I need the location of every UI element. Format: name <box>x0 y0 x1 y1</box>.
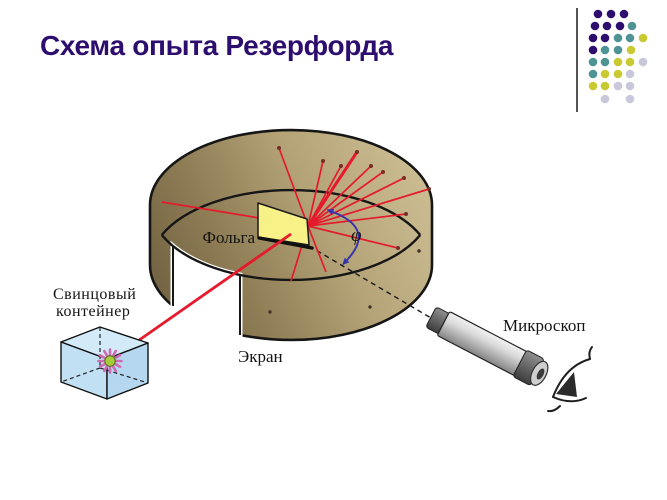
alpha-ray <box>307 188 430 227</box>
eye-tail <box>547 405 561 413</box>
decor-dot <box>600 94 610 104</box>
alpha-ray <box>307 213 407 227</box>
observer-eye-icon <box>547 346 593 413</box>
alpha-ray <box>278 147 309 227</box>
eye-lower-lid <box>552 396 587 403</box>
decor-dot <box>588 57 598 67</box>
decor-dot <box>613 57 623 67</box>
microscope-label: Микроскоп <box>503 316 585 335</box>
screen-floor-back-edge <box>160 188 422 236</box>
decor-dot <box>600 69 610 79</box>
decor-dot <box>625 81 635 91</box>
decor-dot <box>588 81 598 91</box>
alpha-ray <box>307 177 405 227</box>
container-label-line1: Свинцовый <box>53 286 136 303</box>
decor-dot <box>600 45 610 55</box>
angle-phi-label: φ <box>351 225 362 246</box>
decor-dot <box>638 33 648 43</box>
decor-dot <box>625 69 635 79</box>
foil-plate <box>257 202 310 246</box>
angle-arc-arrowhead-top <box>326 209 335 215</box>
sight-line-dashed <box>308 245 432 319</box>
source-starburst <box>97 348 123 374</box>
alpha-ray-tip-dot <box>402 176 406 180</box>
alpha-ray-tip-dot <box>355 150 359 154</box>
decor-dot <box>627 21 637 31</box>
screen-impact-dot <box>368 305 372 309</box>
decor-dot <box>593 9 603 19</box>
decor-dot <box>613 81 623 91</box>
alpha-ray-tip-dot <box>404 212 408 216</box>
decor-dot <box>619 9 629 19</box>
eye-upper-lid <box>552 358 591 398</box>
screen-impact-dot <box>417 249 421 253</box>
eye-lash-top <box>588 346 593 360</box>
decor-dot <box>600 81 610 91</box>
alpha-ray <box>307 225 327 273</box>
phi-angle-arc: φ <box>326 209 362 266</box>
decor-dot <box>638 57 648 67</box>
angle-arc-curve <box>332 211 360 261</box>
decor-dot <box>615 21 625 31</box>
alpha-ray <box>307 171 384 227</box>
alpha-ray-tip-dot <box>277 146 281 150</box>
gold-foil <box>257 202 314 250</box>
alpha-ray-tip-dot <box>427 187 431 191</box>
lead-container <box>60 326 149 400</box>
decor-dot <box>600 33 610 43</box>
radioactive-source <box>97 348 123 374</box>
eye-iris <box>556 372 577 397</box>
decor-dot <box>600 57 610 67</box>
screen-label: Экран <box>238 347 283 366</box>
decor-dot <box>626 45 636 55</box>
screen-impact-dot <box>268 310 272 314</box>
decor-dot-pattern <box>588 9 648 104</box>
source-pellet <box>104 355 116 367</box>
alpha-ray-tip-dot <box>381 170 385 174</box>
decor-dot <box>588 69 598 79</box>
foil-bottom-shadow-edge <box>257 236 314 250</box>
foil-label: Фольга <box>203 228 256 247</box>
alpha-ray <box>307 165 372 227</box>
alpha-ray-tip-dot <box>321 159 325 163</box>
microscope-eyepiece-aperture <box>536 368 545 380</box>
decor-dot <box>613 45 623 55</box>
angle-arc-arrowhead-bottom <box>342 257 350 266</box>
decor-dot <box>606 9 616 19</box>
incident-beam-layer <box>111 232 421 361</box>
decor-dot <box>602 21 612 31</box>
alpha-ray-tip-dot <box>396 246 400 250</box>
alpha-ray-tip-dot <box>339 164 343 168</box>
container-label-line2: контейнер <box>56 303 130 320</box>
decor-dot <box>590 21 600 31</box>
alpha-ray <box>306 151 359 227</box>
decor-dot <box>613 33 623 43</box>
microscope <box>426 307 549 386</box>
alpha-ray <box>307 225 399 249</box>
decor-dot <box>625 57 635 67</box>
container-hidden-edges <box>60 327 149 384</box>
scattered-alpha-rays <box>161 146 431 282</box>
incident-alpha-beam <box>111 232 292 361</box>
decor-dot <box>625 94 635 104</box>
alpha-ray <box>307 160 324 227</box>
decor-dot <box>613 69 623 79</box>
decor-dot <box>625 33 635 43</box>
decor-dot <box>588 33 598 43</box>
slide-title: Схема опыта Резерфорда <box>40 30 394 61</box>
alpha-ray-tip-dot <box>369 164 373 168</box>
decor-dot <box>588 45 598 55</box>
